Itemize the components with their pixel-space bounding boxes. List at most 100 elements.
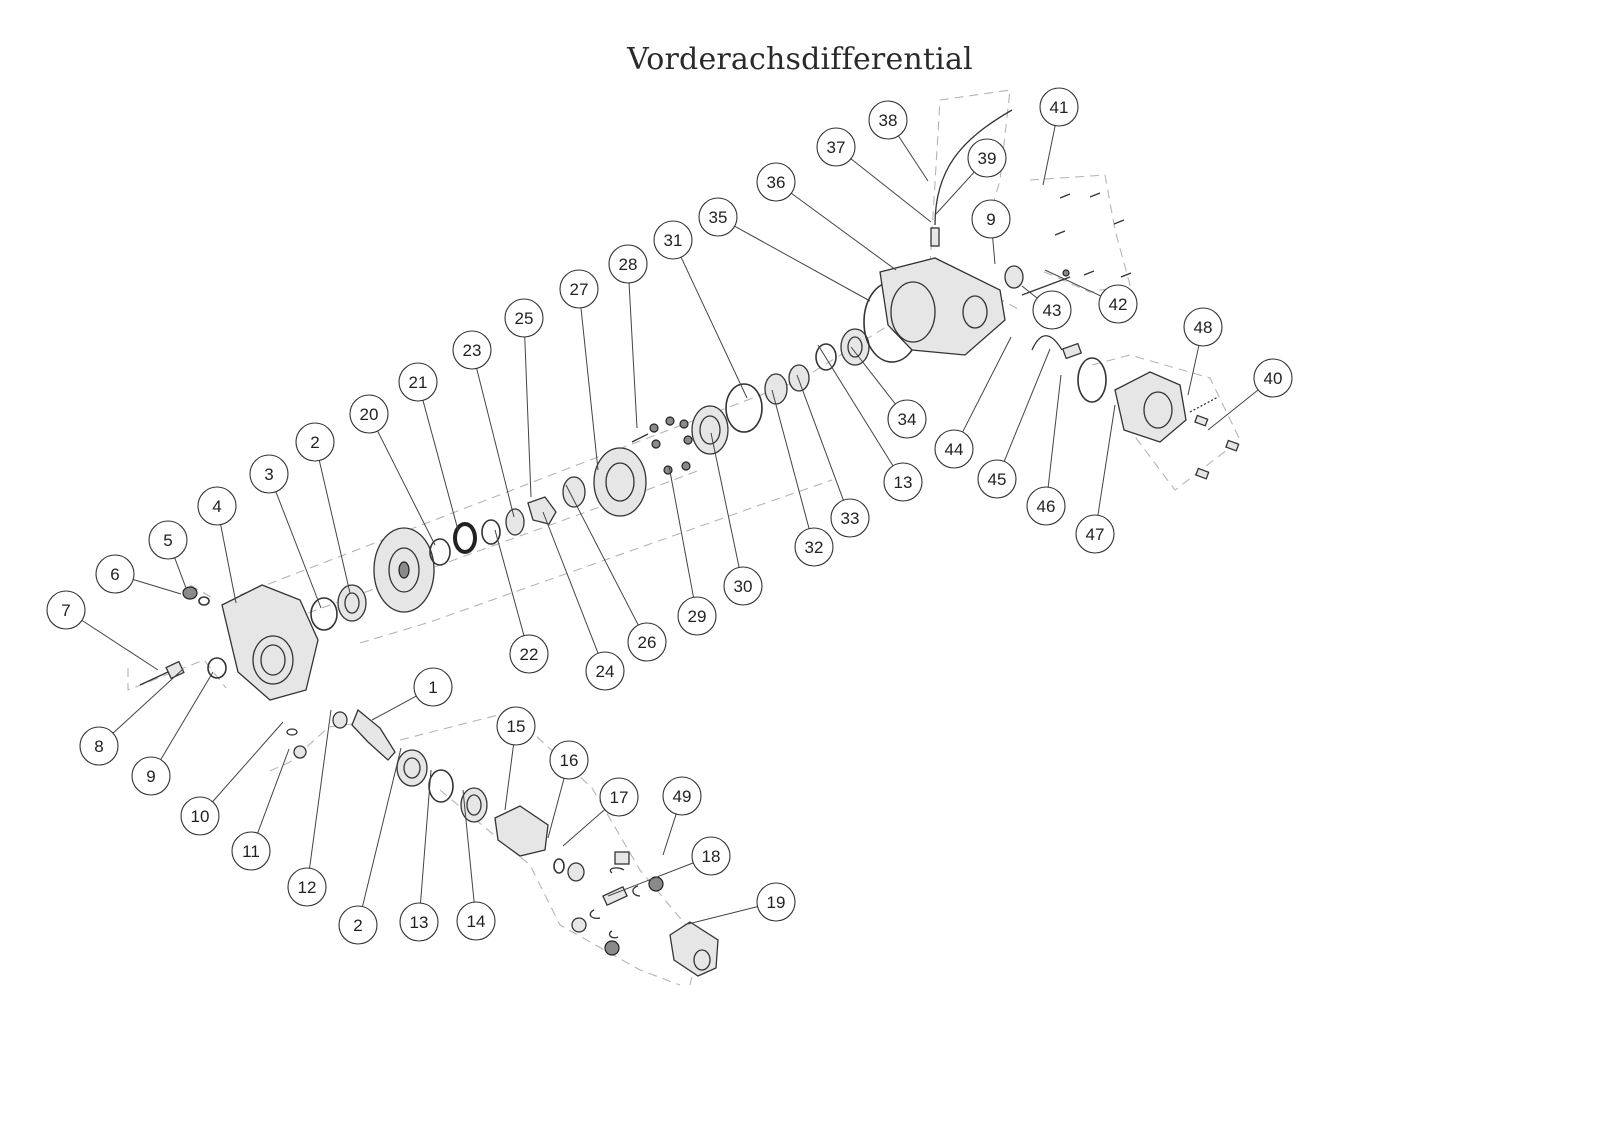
part-23-side-gear <box>505 508 525 536</box>
callout-c44: 44 <box>934 429 974 469</box>
callout-circle <box>549 740 589 780</box>
callout-number: 25 <box>515 309 534 328</box>
callout-circle <box>1026 486 1066 526</box>
leader-c44 <box>962 336 1012 433</box>
leader-c2b <box>361 747 402 907</box>
callout-number: 11 <box>242 842 260 861</box>
leader-c7 <box>81 619 159 671</box>
callout-c7: 7 <box>46 590 86 630</box>
callout-number: 23 <box>463 341 482 360</box>
callout-circle <box>868 100 908 140</box>
callout-c17: 17 <box>599 777 639 817</box>
callout-number: 12 <box>298 878 317 897</box>
callout-circle <box>559 269 599 309</box>
part-10-clip <box>286 728 298 736</box>
callout-c1: 1 <box>413 667 453 707</box>
leader-c24 <box>542 511 599 654</box>
leader-c33 <box>796 374 844 501</box>
callout-c40: 40 <box>1253 358 1293 398</box>
leader-c4 <box>220 524 237 604</box>
callout-c3: 3 <box>249 454 289 494</box>
callout-circle <box>971 199 1011 239</box>
part-21-spring-washer <box>453 522 477 554</box>
callout-circle <box>1032 290 1072 330</box>
leader-lines <box>81 125 1259 925</box>
part-2-bearing-lower <box>396 749 428 787</box>
leader-c9b <box>992 237 996 265</box>
callout-circle <box>677 596 717 636</box>
callout-number: 30 <box>734 577 753 596</box>
leader-c12 <box>309 709 332 869</box>
callout-c43: 43 <box>1032 290 1072 330</box>
callout-c46: 46 <box>1026 486 1066 526</box>
callout-number: 27 <box>570 280 589 299</box>
callout-c32: 32 <box>794 527 834 567</box>
callout-c6: 6 <box>95 554 135 594</box>
callout-c34: 34 <box>887 399 927 439</box>
callout-number: 29 <box>688 607 707 626</box>
part-26-side-gear <box>562 476 586 508</box>
leader-c28 <box>628 282 638 429</box>
callout-number: 5 <box>163 531 172 550</box>
callout-number: 34 <box>898 410 917 429</box>
leader-c45 <box>1003 348 1051 462</box>
leader-c47 <box>1097 404 1116 516</box>
callout-number: 7 <box>61 601 70 620</box>
callout-c19: 19 <box>756 882 796 922</box>
callout-c12: 12 <box>287 867 327 907</box>
part-38-breather-hose <box>934 109 1013 226</box>
callout-circle <box>287 867 327 907</box>
callout-number: 40 <box>1264 369 1283 388</box>
callout-c21: 21 <box>398 362 438 402</box>
callout-circle <box>1075 514 1115 554</box>
callout-circle <box>338 905 378 945</box>
callout-circle <box>413 667 453 707</box>
callout-c29: 29 <box>677 596 717 636</box>
callout-circle <box>131 756 171 796</box>
callout-circle <box>816 127 856 167</box>
leader-c19 <box>687 906 758 925</box>
callout-number: 9 <box>986 210 995 229</box>
callout-c41: 41 <box>1039 87 1079 127</box>
callout-number: 44 <box>945 440 964 459</box>
callout-number: 37 <box>827 138 846 157</box>
callout-circle <box>662 776 702 816</box>
callout-c16: 16 <box>549 740 589 780</box>
part-4-housing <box>221 584 319 701</box>
callout-number: 13 <box>410 913 429 932</box>
leader-c13a <box>419 769 432 904</box>
callout-circle <box>180 796 220 836</box>
leader-c15 <box>504 744 515 811</box>
callout-c9b: 9 <box>971 199 1011 239</box>
part-41-42-bolts <box>1054 192 1132 278</box>
leader-c8 <box>112 668 184 734</box>
callout-c4: 4 <box>197 486 237 526</box>
leader-c48 <box>1187 345 1200 396</box>
callout-circle <box>231 831 271 871</box>
part-48-spring <box>1189 396 1219 413</box>
leader-c1 <box>371 695 417 721</box>
callout-circle <box>608 244 648 284</box>
callout-c8: 8 <box>79 726 119 766</box>
leader-c34 <box>850 346 896 405</box>
callout-circle <box>627 622 667 662</box>
part-13-circlip-upper <box>815 343 837 371</box>
callout-circle <box>599 777 639 817</box>
callout-number: 1 <box>428 678 437 697</box>
leader-c38 <box>898 135 929 182</box>
callout-c11: 11 <box>231 831 271 871</box>
leader-c6 <box>133 579 182 595</box>
callout-circle <box>1253 358 1293 398</box>
callout-number: 10 <box>191 807 210 826</box>
callout-circle <box>883 462 923 502</box>
callout-number: 38 <box>879 111 898 130</box>
part-7-sensor-rod <box>139 671 169 686</box>
callout-c35: 35 <box>698 197 738 237</box>
callout-c47: 47 <box>1075 514 1115 554</box>
callout-circle <box>197 486 237 526</box>
callout-c49: 49 <box>662 776 702 816</box>
callout-circle <box>46 590 86 630</box>
leader-c39 <box>935 171 975 215</box>
callout-c25: 25 <box>504 298 544 338</box>
